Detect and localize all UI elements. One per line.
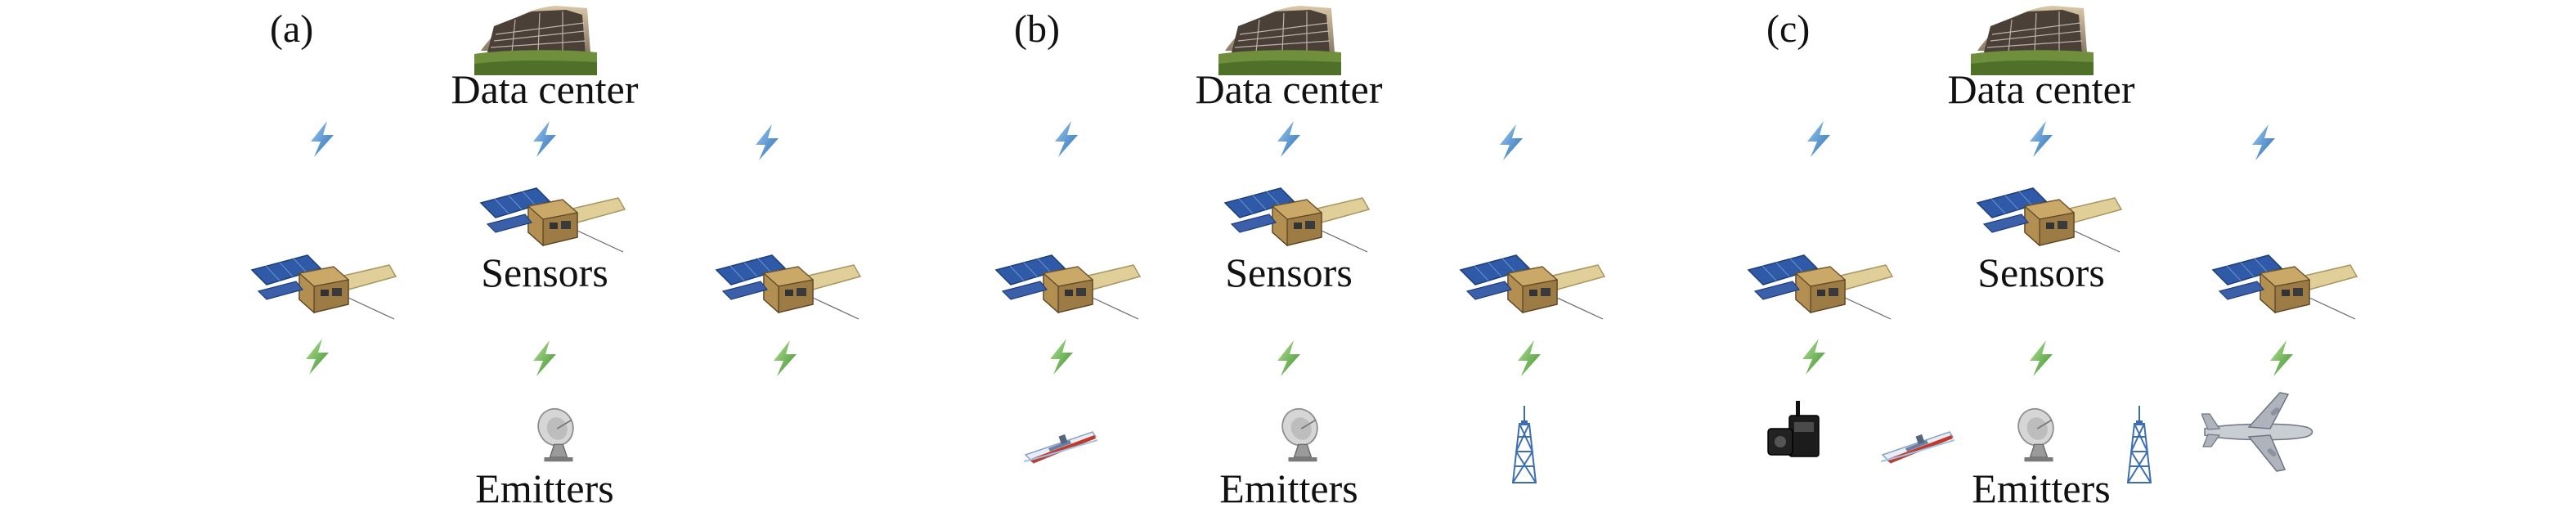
satellite-icon bbox=[715, 249, 862, 322]
satellite-icon bbox=[1459, 249, 1606, 322]
lightning-bolt-green-icon bbox=[2022, 339, 2061, 378]
sensors-label: Sensors bbox=[1977, 250, 2105, 295]
sensors-label: Sensors bbox=[481, 250, 608, 295]
ship-icon bbox=[1881, 425, 1954, 466]
lightning-bolt-green-icon bbox=[1269, 339, 1308, 378]
satellite-icon bbox=[1223, 182, 1371, 255]
data-center-icon bbox=[1971, 2, 2094, 75]
lightning-bolt-blue-icon bbox=[1492, 123, 1531, 162]
lightning-bolt-blue-icon bbox=[747, 123, 787, 162]
lightning-bolt-green-icon bbox=[765, 339, 805, 378]
handheld-radio-icon bbox=[1766, 401, 1824, 458]
lightning-bolt-green-icon bbox=[525, 339, 564, 378]
radio-tower-icon bbox=[2123, 404, 2156, 486]
lightning-bolt-blue-icon bbox=[2022, 119, 2061, 159]
satellite-icon bbox=[2211, 249, 2358, 322]
satellite-icon bbox=[250, 249, 397, 322]
panel-label: (c) bbox=[1766, 7, 1811, 51]
satellite-icon bbox=[994, 249, 1142, 322]
emitters-label: Emitters bbox=[1219, 465, 1358, 511]
radar-dish-icon bbox=[1274, 406, 1331, 463]
lightning-bolt-blue-icon bbox=[525, 119, 564, 159]
data-center-icon bbox=[474, 2, 597, 75]
panel-label: (b) bbox=[1014, 7, 1060, 51]
lightning-bolt-green-icon bbox=[1794, 337, 1833, 376]
panel-a: (a) Data center Sensors Emitters bbox=[221, 0, 1039, 517]
data-center-label: Data center bbox=[1947, 66, 2135, 112]
emitters-label: Emitters bbox=[1972, 465, 2111, 511]
satellite-icon bbox=[1976, 182, 2123, 255]
lightning-bolt-blue-icon bbox=[1047, 119, 1086, 159]
lightning-bolt-blue-icon bbox=[1799, 119, 1838, 159]
data-center-icon bbox=[1218, 2, 1341, 75]
radio-tower-icon bbox=[1508, 404, 1541, 486]
lightning-bolt-green-icon bbox=[1510, 339, 1549, 378]
satellite-icon bbox=[479, 182, 626, 255]
airplane-icon bbox=[2201, 391, 2316, 473]
data-center-label: Data center bbox=[1195, 66, 1383, 112]
lightning-bolt-blue-icon bbox=[303, 119, 342, 159]
lightning-bolt-blue-icon bbox=[2244, 123, 2283, 162]
radar-dish-icon bbox=[2010, 406, 2067, 463]
panel-b: (b) Data center Sensors Emitters bbox=[965, 0, 1783, 517]
sensors-label: Sensors bbox=[1225, 250, 1353, 295]
data-center-label: Data center bbox=[451, 66, 639, 112]
satellite-icon bbox=[1747, 249, 1894, 322]
lightning-bolt-green-icon bbox=[2262, 339, 2301, 378]
lightning-bolt-blue-icon bbox=[1269, 119, 1308, 159]
emitters-label: Emitters bbox=[475, 465, 614, 511]
panel-label: (a) bbox=[270, 7, 314, 51]
panel-c: (c) Data center Sensors Emitters bbox=[1717, 0, 2535, 517]
lightning-bolt-green-icon bbox=[1042, 337, 1081, 376]
radar-dish-icon bbox=[530, 406, 587, 463]
ship-icon bbox=[1024, 425, 1097, 466]
lightning-bolt-green-icon bbox=[298, 337, 337, 376]
